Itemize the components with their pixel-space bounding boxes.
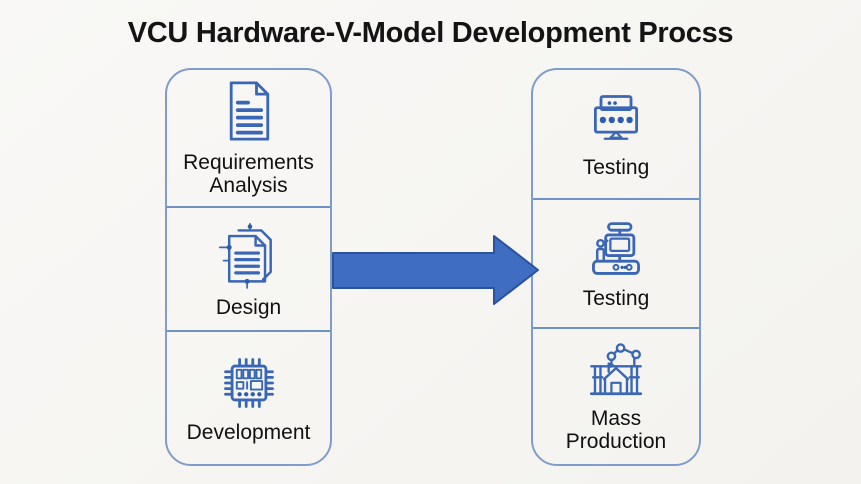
left-phase-column: Requirements Analysis (165, 68, 332, 466)
section-mass-production: Mass Production (533, 327, 699, 464)
test-panel-icon (593, 95, 639, 140)
right-phase-column: Testing (531, 68, 701, 466)
section-development: Development (167, 329, 330, 464)
section-testing-2: Testing (533, 198, 699, 327)
section-testing-1: Testing (533, 70, 699, 198)
phase-label: Requirements Analysis (183, 150, 314, 198)
phase-label: Development (186, 420, 311, 444)
design-documents-icon (218, 222, 272, 289)
section-requirements-analysis: Requirements Analysis (167, 70, 330, 206)
test-station-icon (592, 221, 640, 275)
section-design: Design (167, 205, 330, 330)
document-icon (229, 81, 269, 141)
page-title: VCU Hardware-V-Model Development Procss (127, 17, 734, 49)
phase-label: Testing (582, 155, 650, 179)
factory-icon (589, 342, 643, 395)
phase-label: Mass Production (565, 406, 667, 454)
microchip-icon (223, 357, 274, 408)
phase-label: Testing (582, 286, 650, 310)
phase-label: Design (215, 295, 282, 319)
